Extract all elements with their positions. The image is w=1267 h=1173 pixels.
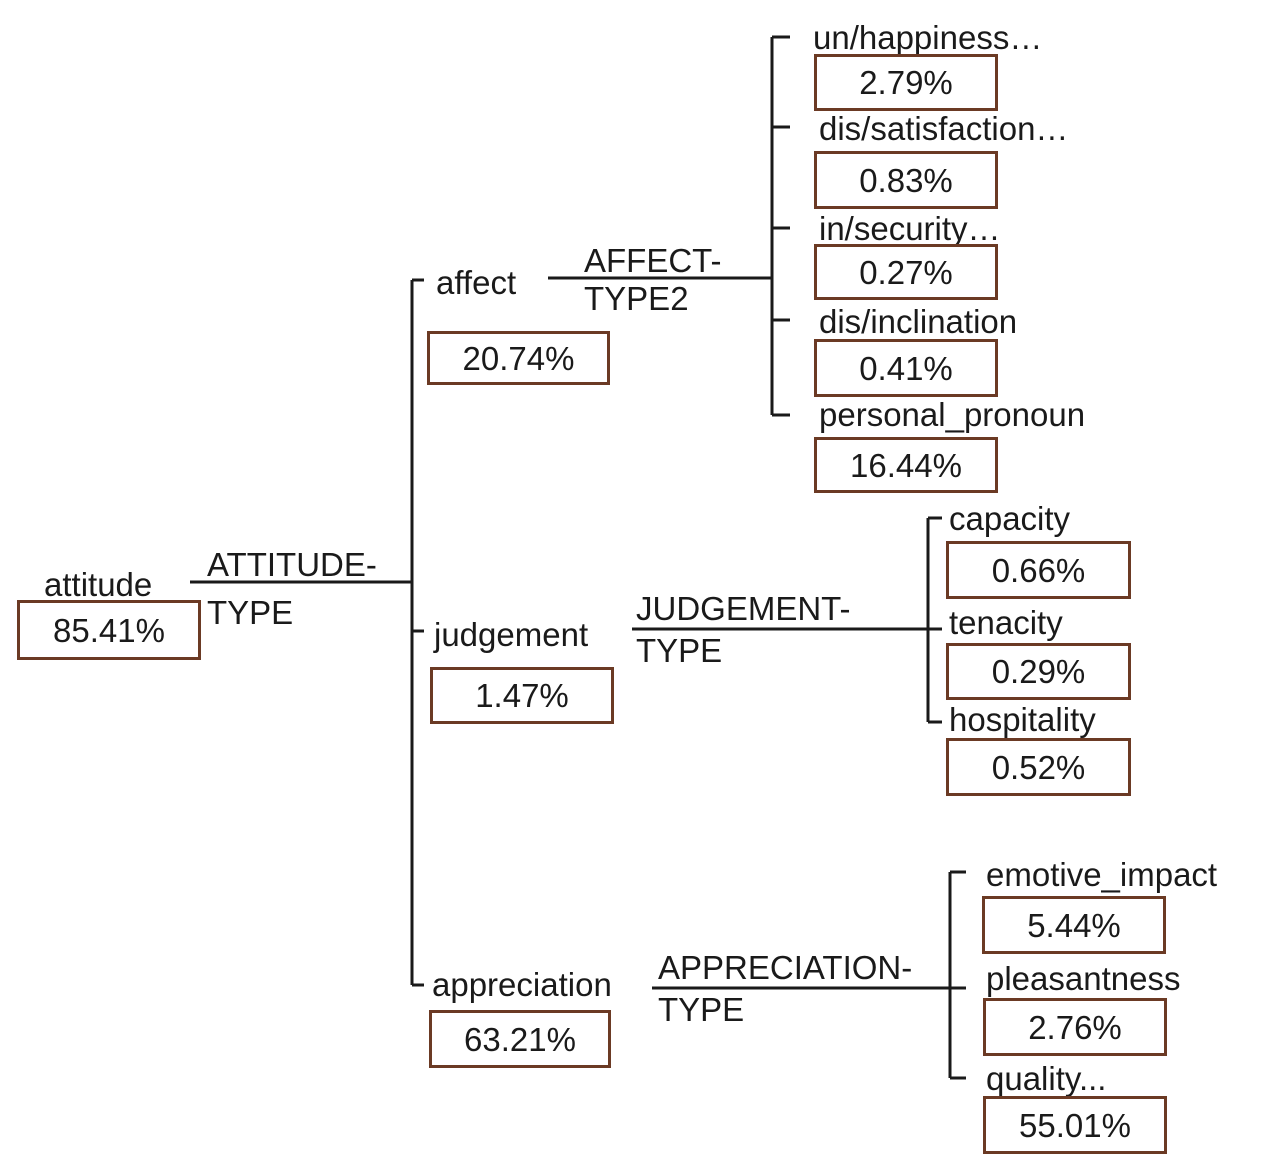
- system-appreciation-type-line1: APPRECIATION-: [658, 949, 913, 986]
- affect-item-box: 0.83%: [814, 151, 998, 209]
- category-affect-box: 20.74%: [427, 331, 610, 385]
- judgement-item-box: 0.52%: [946, 738, 1131, 796]
- affect-item-label: un/happiness…: [813, 19, 1043, 56]
- affect-item-label: personal_pronoun: [819, 396, 1086, 433]
- affect-item-label: dis/satisfaction…: [819, 110, 1069, 147]
- judgement-item-box: 0.66%: [946, 541, 1131, 599]
- appreciation-item-box: 55.01%: [983, 1096, 1167, 1154]
- root-label: attitude: [44, 566, 153, 603]
- category-judgement-box: 1.47%: [430, 667, 614, 724]
- appreciation-item-label: quality...: [986, 1060, 1107, 1097]
- affect-item-box: 0.27%: [814, 244, 998, 300]
- system-attitude-type-line2: TYPE: [207, 593, 294, 631]
- system-appreciation-type-line2: TYPE: [658, 990, 745, 1028]
- system-appreciation-type: APPRECIATION- TYPE: [658, 949, 912, 1029]
- judgement-item-label: capacity: [949, 500, 1071, 537]
- appreciation-item-box: 5.44%: [982, 896, 1166, 954]
- category-affect-label: affect: [436, 264, 517, 301]
- system-attitude-type-line1: ATTITUDE-: [207, 546, 377, 583]
- system-judgement-type-line2: TYPE: [636, 631, 723, 669]
- appreciation-item-box: 2.76%: [983, 998, 1167, 1056]
- judgement-item-label: tenacity: [949, 604, 1063, 641]
- judgement-item-box: 0.29%: [946, 643, 1131, 700]
- affect-item-box: 0.41%: [814, 339, 998, 397]
- affect-item-label: dis/inclination: [819, 303, 1018, 340]
- system-judgement-type: JUDGEMENT- TYPE: [636, 590, 851, 670]
- appreciation-item-label: emotive_impact: [986, 856, 1218, 893]
- affect-item-label: in/security…: [819, 210, 1001, 247]
- root-value-box: 85.41%: [17, 600, 201, 660]
- category-appreciation-label: appreciation: [432, 966, 612, 1003]
- system-affect-type-line1: AFFECT-: [584, 242, 722, 279]
- affect-item-box: 16.44%: [814, 437, 998, 493]
- system-judgement-type-line1: JUDGEMENT-: [636, 590, 851, 627]
- appreciation-item-label: pleasantness: [986, 960, 1181, 997]
- judgement-item-label: hospitality: [949, 701, 1096, 738]
- system-affect-type-line2: TYPE2: [584, 279, 689, 317]
- affect-item-box: 2.79%: [814, 54, 998, 111]
- category-judgement-label: judgement: [434, 616, 589, 653]
- category-appreciation-box: 63.21%: [429, 1010, 611, 1068]
- system-attitude-type: ATTITUDE- TYPE: [207, 546, 377, 632]
- system-affect-type: AFFECT- TYPE2: [584, 242, 722, 318]
